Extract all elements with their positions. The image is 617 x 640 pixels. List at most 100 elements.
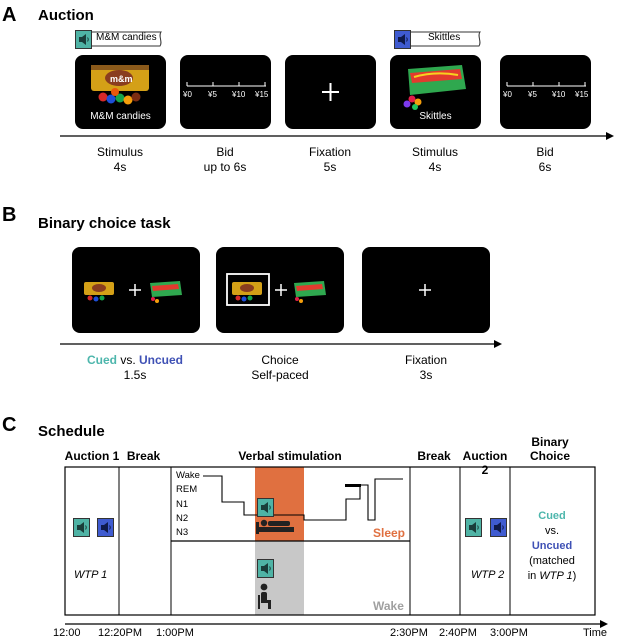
- binary-matched-wtp: WTP 1: [539, 570, 573, 582]
- wake-stimulation-band: [255, 541, 304, 615]
- bid-scale-line-1: [186, 82, 266, 87]
- caption-line2: Self-paced: [251, 368, 309, 382]
- mm-candy-bag-image: m&m: [91, 65, 149, 105]
- time-label-1200: 12:00: [53, 627, 81, 639]
- time-label-0240: 2:40PM: [439, 627, 477, 639]
- stage-label-n3: N3: [176, 527, 189, 538]
- panel-a-title: Auction: [38, 7, 94, 24]
- bid-tick-0: ¥0: [183, 90, 192, 99]
- tag-label-mm: M&M candies: [96, 32, 157, 43]
- bid-tick-5: ¥5: [528, 90, 537, 99]
- fixation-cross-icon: [419, 284, 431, 296]
- time-label-0100: 1:00PM: [156, 627, 194, 639]
- binary-matched-close: ): [572, 570, 577, 582]
- sleeping-person-icon: [256, 519, 294, 534]
- time-axis-label: Time: [583, 627, 608, 639]
- bid-tick-15: ¥15: [255, 90, 269, 99]
- caption-line1: Bid: [216, 145, 234, 159]
- caption-line2: 4s: [428, 160, 442, 174]
- header-break-2: Break: [417, 449, 451, 463]
- binary-screen-fixation: [362, 247, 490, 333]
- caption-line1: Stimulus: [411, 145, 458, 159]
- speaker-cued-icon: [257, 498, 274, 517]
- svg-text:m&m: m&m: [110, 74, 133, 84]
- stage-label-wake: Wake: [176, 470, 200, 481]
- binary-choice-image: [226, 273, 326, 306]
- stage-label-rem: REM: [176, 484, 198, 495]
- caption-line1: Cued vs. Uncued: [60, 353, 210, 368]
- fixation-cross-icon: [322, 83, 339, 101]
- panel-b-title: Binary choice task: [38, 215, 171, 232]
- auction-screen-stimulus-skittles: Skittles: [390, 55, 481, 129]
- vs-label: vs.: [116, 353, 139, 367]
- hypnogram-trace: [203, 475, 403, 521]
- screen-label-mm: M&M candies: [90, 111, 151, 122]
- stage-label-n2: N2: [176, 513, 189, 524]
- time-label-1220: 12:20PM: [98, 627, 143, 639]
- binary-cued-label: Cued: [538, 510, 566, 522]
- header-verbal-stimulation: Verbal stimulation: [238, 449, 342, 463]
- caption-line2: up to 6s: [203, 160, 247, 174]
- binary-uncued-label: Uncued: [531, 540, 573, 552]
- time-label-0230: 2:30PM: [390, 627, 428, 639]
- bid-tick-0: ¥0: [503, 90, 512, 99]
- wake-label: Wake: [373, 599, 404, 613]
- binary-options-image: [84, 281, 182, 303]
- caption-line2: 5s: [323, 160, 337, 174]
- header-break-1: Break: [126, 449, 161, 463]
- binary-choice-description: Cued vs. Uncued (matched in WTP 1): [512, 509, 592, 584]
- tag-banner-skittles: [395, 31, 481, 47]
- tag-banner-mm: [76, 31, 162, 47]
- stimulus-tag-mm: M&M candies: [75, 30, 163, 49]
- auction-screen-fixation: [285, 55, 376, 129]
- header-binary-line2: Choice: [529, 449, 570, 463]
- binary-screen-choice: [216, 247, 344, 333]
- speaker-cued-icon: [465, 518, 482, 537]
- bid-tick-5: ¥5: [208, 90, 217, 99]
- screen-label-skittles: Skittles: [419, 111, 452, 122]
- speaker-cued-icon: [75, 30, 92, 49]
- sitting-person-icon: [258, 583, 271, 609]
- auction-screen-bid-1: ¥0 ¥5 ¥10 ¥15: [180, 55, 271, 129]
- panel-c-title: Schedule: [38, 423, 105, 440]
- header-auction-2: Auction 2: [462, 449, 508, 477]
- auction-screen-stimulus-mm: m&m M&M candies: [75, 55, 166, 129]
- stage-label-n1: N1: [176, 499, 189, 510]
- speaker-uncued-icon: [394, 30, 411, 49]
- caption-bid-1: Bid up to 6s: [170, 145, 280, 175]
- panel-b-letter: B: [2, 204, 17, 226]
- panel-a-letter: A: [2, 4, 17, 26]
- header-binary-choice: Binary Choice: [510, 435, 590, 463]
- binary-screen-options: [72, 247, 200, 333]
- uncued-label: Uncued: [139, 353, 184, 367]
- tag-label-skittles: Skittles: [428, 32, 461, 43]
- bid-scale-line-2: [506, 82, 586, 87]
- auction-screen-bid-2: ¥0 ¥5 ¥10 ¥15: [500, 55, 591, 129]
- speaker-uncued-icon: [490, 518, 507, 537]
- time-label-0300: 3:00PM: [490, 627, 528, 639]
- caption-cued-vs-uncued: Cued vs. Uncued 1.5s: [60, 353, 210, 383]
- caption-fixation: Fixation 5s: [275, 145, 385, 175]
- cued-label: Cued: [86, 353, 117, 367]
- wtp-1-label: WTP 1: [74, 569, 108, 581]
- speaker-cued-icon: [73, 518, 90, 537]
- caption-line1: Fixation: [404, 353, 448, 367]
- caption-line2: 1.5s: [123, 368, 147, 382]
- wtp-2-label: WTP 2: [471, 569, 505, 581]
- binary-matched-in: in: [527, 570, 540, 582]
- stimulus-tag-skittles: Skittles: [394, 30, 482, 49]
- skittles-bag-image: [403, 65, 466, 110]
- caption-bid-2: Bid 6s: [490, 145, 600, 175]
- caption-choice: Choice Self-paced: [205, 353, 355, 383]
- speaker-uncued-icon: [97, 518, 114, 537]
- speaker-cued-icon: [257, 559, 274, 578]
- sleep-label: Sleep: [373, 526, 406, 540]
- bid-tick-10: ¥10: [552, 90, 566, 99]
- caption-line1: Choice: [261, 353, 299, 367]
- caption-line1: Fixation: [308, 145, 352, 159]
- panel-c-letter: C: [2, 414, 17, 436]
- bid-tick-15: ¥15: [575, 90, 589, 99]
- binary-matched-line1: (matched: [529, 555, 575, 567]
- caption-stimulus-1: Stimulus 4s: [65, 145, 175, 175]
- caption-stimulus-2: Stimulus 4s: [380, 145, 490, 175]
